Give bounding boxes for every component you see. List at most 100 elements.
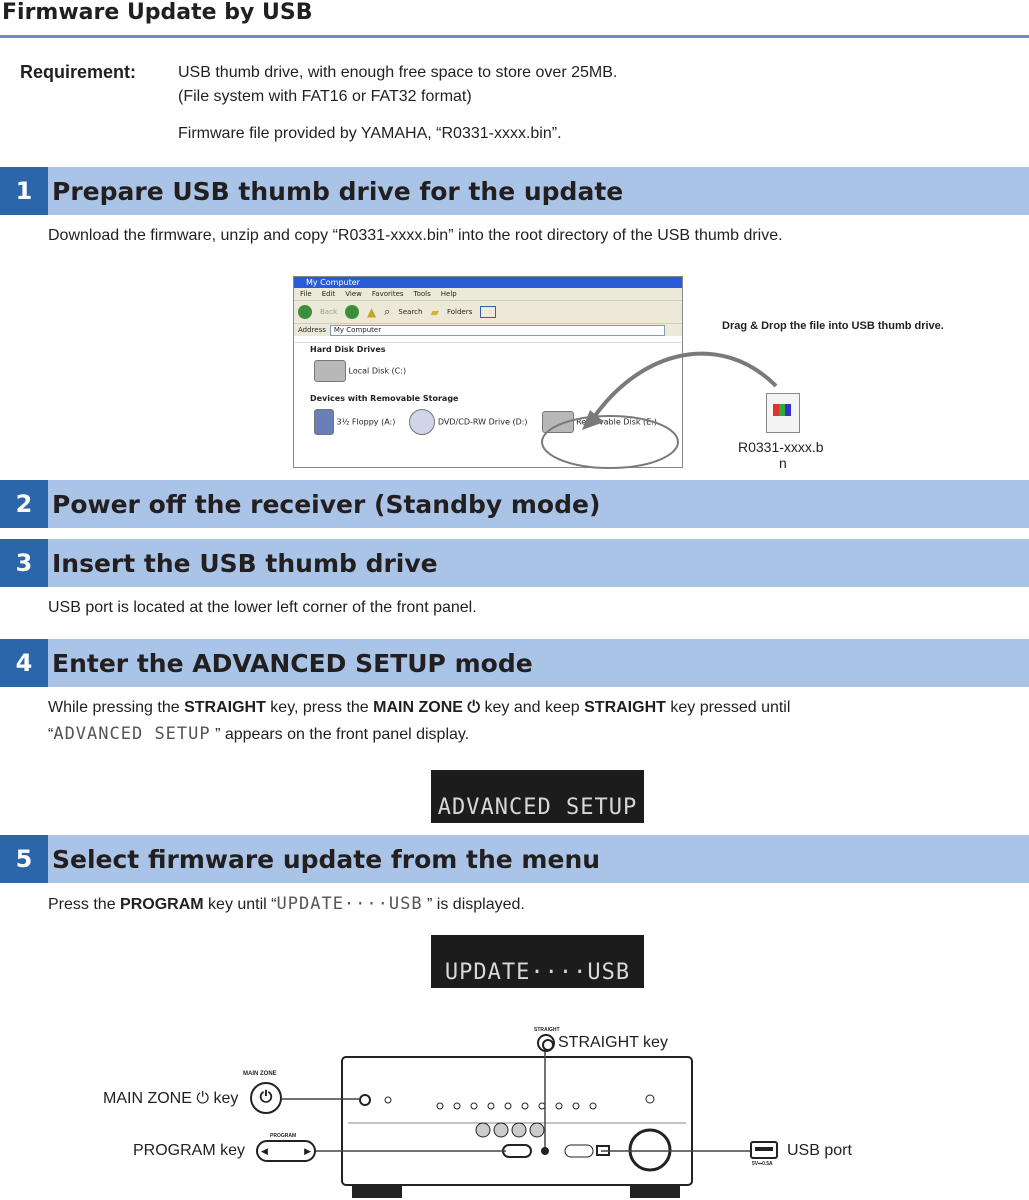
scene-buttons	[475, 1122, 545, 1138]
step-1-bar	[0, 167, 1029, 215]
main-zone-button[interactable]	[359, 1094, 371, 1106]
step-2-number: 2	[0, 480, 48, 528]
step-5-title: Select firmware update from the menu	[52, 844, 601, 874]
usb-tag: 5V⎓0.5A	[752, 1161, 773, 1167]
explorer-toolbar: Back ▲ ⌕ Search ▰ Folders	[294, 300, 682, 323]
step-4-text-line-2: “ADVANCED SETUP ” appears on the front p…	[48, 724, 470, 744]
menu-favorites[interactable]: Favorites	[371, 290, 404, 298]
step-5-bar	[0, 835, 1029, 883]
program-key-icon[interactable]: ◀▶	[256, 1140, 316, 1162]
step-3-bar	[0, 539, 1029, 587]
main-zone-key-icon[interactable]: ⏻	[250, 1082, 282, 1114]
explorer-title: My Computer	[294, 277, 682, 288]
straight-key-ref: STRAIGHT	[184, 699, 266, 716]
explorer-menu: File Edit View Favorites Tools Help	[294, 288, 682, 300]
dvd-label: DVD/CD-RW Drive (D:)	[437, 417, 528, 427]
program-key-ref: PROGRAM	[120, 896, 204, 913]
step-2-title: Power off the receiver (Standby mode)	[52, 489, 601, 519]
usb-port-label: USB port	[787, 1142, 852, 1159]
menu-edit[interactable]: Edit	[321, 290, 336, 298]
search-icon[interactable]: ⌕	[384, 305, 391, 318]
search-button[interactable]: Search	[398, 308, 423, 316]
step-5-number: 5	[0, 835, 48, 883]
menu-file[interactable]: File	[300, 290, 312, 298]
removable-disk-highlight	[541, 415, 679, 469]
update-usb-inline-display: UPDATE····USB	[276, 894, 423, 914]
local-disk-label: Local Disk (C:)	[348, 366, 407, 376]
page-title: Firmware Update by USB	[2, 0, 313, 25]
lcd-advanced-setup: ADVANCED SETUP	[431, 770, 644, 823]
floppy-icon	[314, 409, 334, 435]
local-disk-item[interactable]: Local Disk (C:)	[294, 360, 682, 382]
power-icon: ⏻	[196, 1090, 209, 1107]
receiver-foot-left	[352, 1186, 402, 1198]
requirement-line-3: Firmware file provided by YAMAHA, “R0331…	[178, 125, 562, 142]
requirement-line-2: (File system with FAT16 or FAT32 format)	[178, 88, 472, 105]
address-field[interactable]: My Computer	[329, 324, 665, 336]
address-label: Address	[298, 326, 326, 334]
straight-tag: STRAIGHT	[534, 1027, 560, 1033]
main-zone-tag: MAIN ZONE	[243, 1071, 277, 1077]
straight-button[interactable]	[541, 1147, 549, 1155]
program-tag: PROGRAM	[270, 1133, 297, 1139]
menu-view[interactable]: View	[345, 290, 362, 298]
step-1-title: Prepare USB thumb drive for the update	[52, 176, 624, 206]
advanced-setup-inline-display: ADVANCED SETUP	[53, 724, 211, 744]
step-3-title: Insert the USB thumb drive	[52, 548, 438, 578]
menu-tools[interactable]: Tools	[413, 290, 431, 298]
step-1-text: Download the firmware, unzip and copy “R…	[48, 227, 783, 244]
up-folder-icon[interactable]: ▲	[367, 305, 377, 319]
file-icon	[766, 393, 800, 433]
address-bar: Address My Computer	[294, 323, 682, 336]
main-zone-key-label: MAIN ZONE ⏻ key	[103, 1090, 239, 1107]
requirement-line-1: USB thumb drive, with enough free space …	[178, 64, 618, 81]
forward-icon[interactable]	[345, 305, 359, 319]
file-name-line-2: n	[779, 455, 787, 471]
drag-arrow-graphic	[541, 351, 778, 469]
receiver-foot-right	[630, 1186, 680, 1198]
folders-icon[interactable]: ▰	[430, 305, 439, 319]
usb-drive-icon	[541, 411, 574, 433]
folders-button[interactable]: Folders	[446, 308, 473, 316]
step-3-number: 3	[0, 539, 48, 587]
source-buttons	[436, 1102, 597, 1110]
file-name-line-1: R0331-xxxx.b	[738, 439, 824, 455]
views-icon[interactable]	[480, 306, 497, 318]
usb-port-icon	[750, 1141, 778, 1159]
back-button[interactable]: Back	[320, 308, 337, 316]
main-zone-key-ref: MAIN ZONE	[373, 699, 463, 716]
section-removable: Devices with Removable Storage	[310, 394, 459, 403]
program-key-label: PROGRAM key	[133, 1142, 246, 1159]
floppy-label: 3½ Floppy (A:)	[336, 417, 396, 427]
step-5-text: Press the PROGRAM key until “UPDATE····U…	[48, 894, 525, 914]
step-4-text-line-1: While pressing the STRAIGHT key, press t…	[48, 699, 791, 716]
title-rule	[0, 35, 1029, 38]
step-4-number: 4	[0, 639, 48, 687]
step-3-text: USB port is located at the lower left co…	[48, 599, 477, 616]
dvd-item[interactable]: DVD/CD-RW Drive (D:)	[409, 409, 528, 435]
drag-arrow	[590, 351, 778, 422]
straight-key-icon[interactable]	[537, 1034, 555, 1052]
removable-disk-label: Removable Disk (E:)	[576, 417, 658, 427]
straight-key-ref-2: STRAIGHT	[584, 699, 666, 716]
hard-disk-icon	[314, 360, 346, 382]
step-1-number: 1	[0, 167, 48, 215]
drag-hint: Drag & Drop the file into USB thumb driv…	[722, 320, 944, 332]
power-icon: ⏻	[467, 699, 481, 716]
menu-help[interactable]: Help	[440, 290, 457, 298]
floppy-item[interactable]: 3½ Floppy (A:)	[314, 409, 395, 435]
receiver-front-panel	[341, 1056, 693, 1198]
callout-lines	[282, 1050, 750, 1152]
volume-knob[interactable]	[628, 1128, 672, 1172]
step-4-title: Enter the ADVANCED SETUP mode	[52, 648, 533, 678]
step-4-bar	[0, 639, 1029, 687]
straight-key-label: STRAIGHT key	[558, 1034, 668, 1051]
section-hard-disks: Hard Disk Drives	[310, 345, 386, 354]
removable-disk-item[interactable]: Removable Disk (E:)	[541, 411, 658, 433]
step-2-bar	[0, 480, 1029, 528]
requirement-label: Requirement:	[20, 62, 137, 82]
lcd-update-usb: UPDATE····USB	[431, 935, 644, 988]
back-icon[interactable]	[298, 305, 312, 319]
dvd-icon	[409, 409, 436, 435]
explorer-window: My Computer File Edit View Favorites Too…	[293, 276, 683, 468]
